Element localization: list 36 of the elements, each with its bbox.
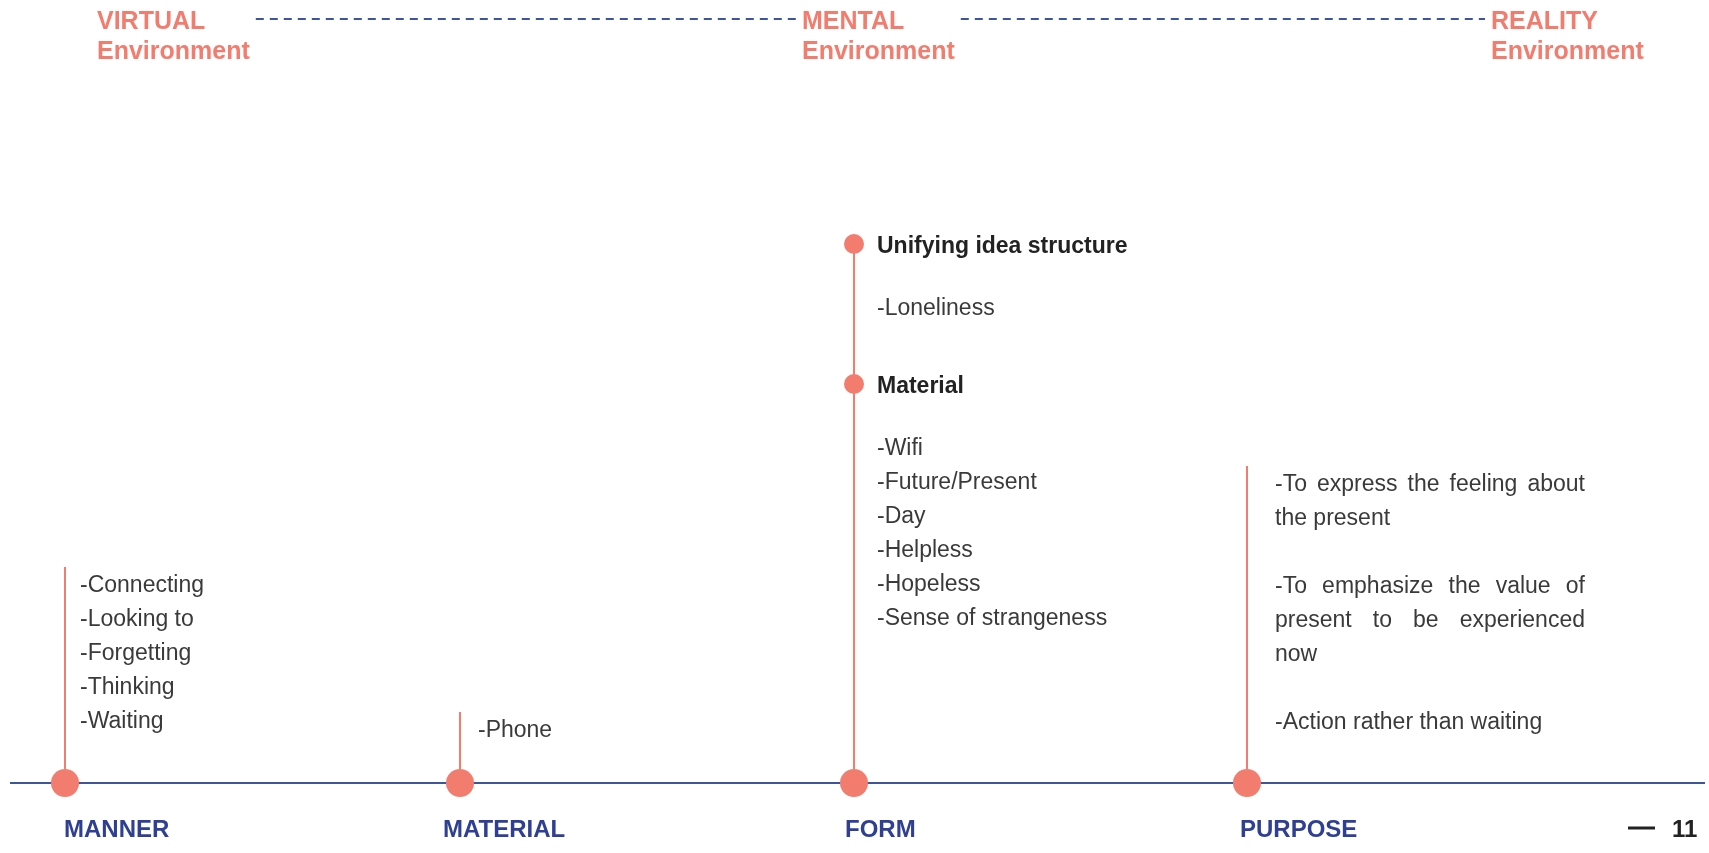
category-label: PURPOSE — [1240, 815, 1358, 843]
list-item: -Helpless — [877, 535, 974, 564]
connector-line — [844, 234, 864, 394]
paragraph: -Action rather than waiting — [1275, 707, 1544, 736]
timeline-dot — [51, 769, 79, 797]
list-item: -Wifi — [877, 433, 924, 462]
list-item: -Hopeless — [877, 569, 982, 598]
category-label: MANNER — [64, 815, 170, 843]
paragraph: -To express the feeling about the present — [1275, 469, 1585, 532]
dashed-line — [254, 18, 797, 20]
page-number: 11 — [1672, 815, 1698, 843]
list-item: -Looking to — [80, 604, 195, 633]
section-heading: REALITY Environment — [1491, 5, 1644, 65]
list-item: -Connecting — [80, 570, 206, 599]
section-heading: MENTAL Environment — [802, 5, 955, 65]
section-heading: VIRTUAL Environment — [97, 5, 250, 65]
list-item: -Day — [877, 501, 927, 530]
timeline-dot — [446, 769, 474, 797]
list-item: -Forgetting — [80, 638, 193, 667]
category-label: FORM — [845, 815, 916, 843]
list-item: -Waiting — [80, 706, 165, 735]
dashed-line — [959, 18, 1486, 20]
list-item: -Phone — [460, 712, 628, 746]
item-heading: Unifying idea structure — [877, 231, 1129, 260]
list-item: -Thinking — [80, 672, 176, 701]
connector-line — [1246, 465, 1248, 770]
list-item: -Sense of strangeness — [877, 603, 1109, 632]
timeline-dot — [840, 769, 868, 797]
connector-line — [459, 711, 461, 770]
paragraph: -To emphasize the value of present to be experienced now — [1275, 571, 1585, 668]
list-item: -Future/Present — [877, 467, 1038, 496]
connector-line — [64, 566, 66, 770]
item-heading: Material — [877, 371, 965, 400]
category-label: MATERIAL — [443, 815, 566, 843]
list-item: -Loneliness — [877, 293, 996, 322]
timeline-dot — [1233, 769, 1261, 797]
